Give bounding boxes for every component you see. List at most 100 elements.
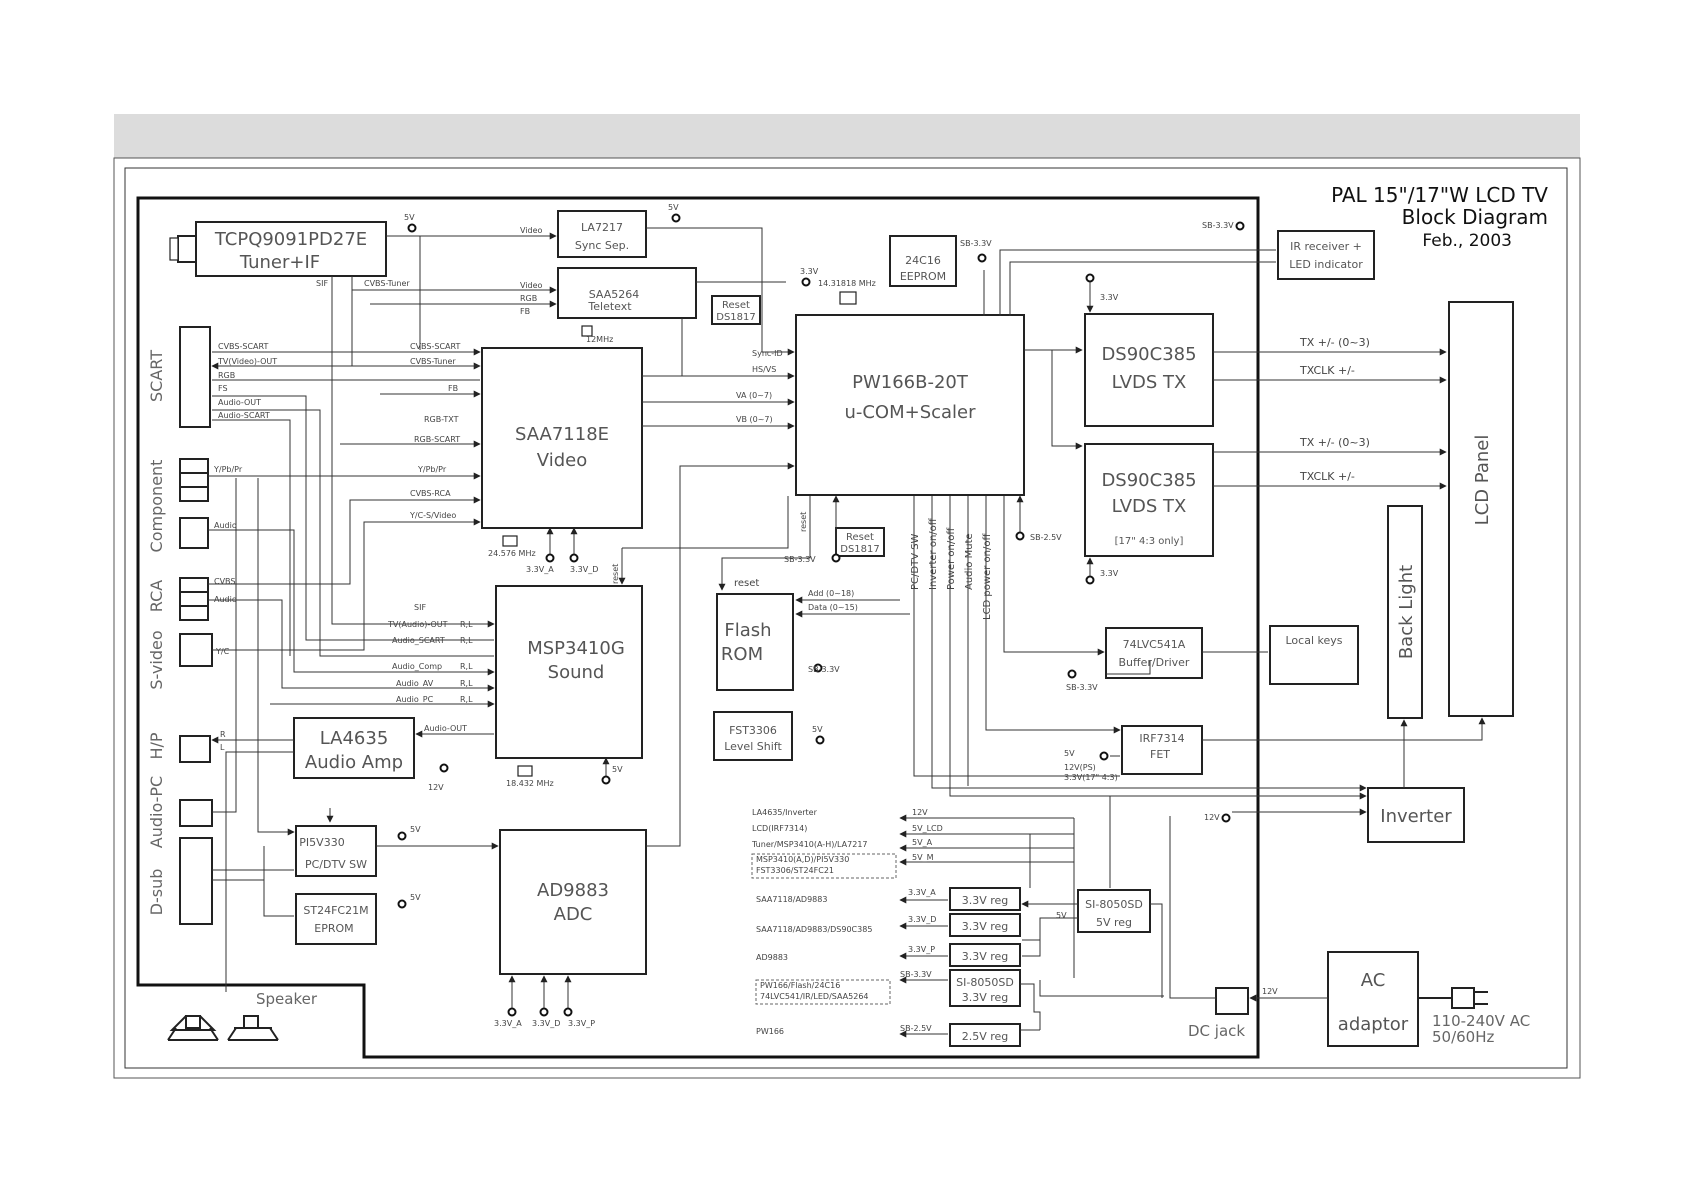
sig-ctl4: Audio Mute bbox=[964, 533, 975, 590]
dcjack-block bbox=[1215, 987, 1249, 1015]
localkeys-name: Local keys bbox=[1286, 634, 1343, 647]
sig-v5-tuner: 5V bbox=[404, 213, 415, 222]
buffer-sub: Buffer/Driver bbox=[1119, 656, 1190, 669]
tuner-block bbox=[195, 221, 387, 277]
sig-rgb-scart: RGB-SCART bbox=[414, 435, 460, 444]
scart-label: SCART bbox=[147, 350, 166, 402]
inverter-name: Inverter bbox=[1380, 806, 1452, 827]
lcdpanel-block bbox=[1448, 301, 1514, 717]
pw166-name: PW166B-20T bbox=[852, 372, 969, 393]
sig-v12-amp: 12V bbox=[428, 783, 444, 792]
sig-tx1: TX +/- (0~3) bbox=[1299, 336, 1370, 349]
ir-name: IR receiver + bbox=[1290, 240, 1362, 253]
sig-rl-3: R,L bbox=[460, 662, 473, 671]
sig-cvbs-rca: CVBS-RCA bbox=[410, 489, 451, 498]
la4635-sub: Audio Amp bbox=[305, 752, 403, 773]
eeprom-sub: EEPROM bbox=[900, 270, 946, 283]
load-3: Tuner/MSP3410(A-H)/LA7217 bbox=[751, 840, 868, 849]
lcdpanel-name: LCD Panel bbox=[1472, 435, 1493, 526]
load-2: LCD(IRF7314) bbox=[752, 824, 807, 833]
sig-fet-v2: 3.3V(17" 4:3) bbox=[1064, 773, 1118, 782]
reg25-name: 2.5V reg bbox=[962, 1030, 1009, 1043]
power-terminals bbox=[397, 213, 1245, 1017]
reg33d-block bbox=[949, 913, 1021, 937]
lvds2-block bbox=[1084, 443, 1214, 557]
main-board-outline bbox=[136, 196, 1260, 1059]
pw166-block bbox=[795, 314, 1025, 496]
sig-va: VA (0~7) bbox=[736, 391, 772, 400]
load-10: 74LVC541/IR/LED/SAA5264 bbox=[760, 992, 869, 1001]
sig-v5-la: 5V bbox=[668, 203, 679, 212]
eeprom-name: 24C16 bbox=[905, 254, 941, 267]
sig-v33-saa: 3.3V bbox=[800, 267, 819, 276]
sig-v5-fst: 5V bbox=[812, 725, 823, 734]
ad9883-block bbox=[499, 829, 647, 975]
sig-sif: SIF bbox=[316, 279, 328, 288]
dsub-label: D-sub bbox=[147, 869, 166, 916]
header-band bbox=[114, 114, 1580, 158]
la4635-name: LA4635 bbox=[320, 728, 389, 749]
sig-sb33-buf: SB-3.3V bbox=[1066, 683, 1098, 692]
sig-audio-out: Audio-OUT bbox=[218, 398, 261, 407]
lvds2-note: [17" 4:3 only] bbox=[1115, 536, 1184, 547]
sig-rgb: RGB bbox=[520, 294, 537, 303]
flash-block bbox=[716, 593, 794, 691]
saa5264-name: SAA5264 bbox=[589, 288, 640, 301]
sig-yc-svideo: Y/C-S/Video bbox=[409, 511, 456, 520]
load-1: LA4635/Inverter bbox=[752, 808, 818, 817]
sig-x4: 18.432 MHz bbox=[506, 779, 554, 788]
sig-ctl1: PC/DTV SW bbox=[910, 533, 921, 590]
title-line1: PAL 15"/17"W LCD TV bbox=[1331, 183, 1548, 207]
sig-l: L bbox=[220, 743, 225, 752]
load-group-2 bbox=[755, 979, 891, 1005]
rca-connector-3 bbox=[179, 605, 209, 621]
load-9: PW166/Flash/24C16 bbox=[760, 981, 840, 990]
dsub-connector bbox=[179, 837, 213, 925]
localkeys-block bbox=[1269, 625, 1359, 685]
sig-sif2: SIF bbox=[414, 603, 426, 612]
ac-plug-icon bbox=[1418, 987, 1488, 1009]
sig-v33a-saa: 3.3V_A bbox=[526, 565, 554, 574]
sig-ctl3: Power on/off bbox=[946, 527, 957, 590]
flash-sub: ROM bbox=[721, 644, 763, 665]
reg33p-name: 3.3V reg bbox=[962, 950, 1009, 963]
sig-audio-comp: Audio bbox=[214, 521, 237, 530]
sig-fb2: FB bbox=[448, 384, 458, 393]
sig-cvbs-tuner: CVBS-Tuner bbox=[364, 279, 410, 288]
reg33p-block bbox=[949, 943, 1021, 967]
audiopc-label: Audio-PC bbox=[147, 776, 166, 848]
sig-audio-out2: Audio-OUT bbox=[424, 724, 467, 733]
rca-label: RCA bbox=[147, 580, 166, 612]
sig-sb33-eeprom: SB-3.3V bbox=[960, 239, 992, 248]
ir-sub: LED indicator bbox=[1289, 258, 1363, 271]
sig-yc: Y/C bbox=[215, 647, 230, 656]
sig-audio-pc: Audio_PC bbox=[396, 695, 434, 704]
reset2-sub: DS1817 bbox=[840, 544, 880, 555]
ac-sub: adaptor bbox=[1338, 1014, 1409, 1035]
rca-connector-2 bbox=[179, 591, 209, 607]
ad9883-name: AD9883 bbox=[537, 880, 609, 901]
ir-block bbox=[1277, 230, 1375, 280]
sig-audio-comp2: Audio_Comp bbox=[392, 662, 442, 671]
component-connector-1 bbox=[179, 458, 209, 474]
la7217-block bbox=[557, 210, 647, 258]
sig-tv-video-out: TV(Video)-OUT bbox=[217, 357, 277, 366]
inner-frame bbox=[124, 167, 1568, 1069]
sig-cvbs-tuner2: CVBS-Tuner bbox=[410, 357, 456, 366]
flash-name: Flash bbox=[724, 620, 771, 641]
reset1-sub: DS1817 bbox=[716, 312, 756, 323]
sig-v33d-ad: 3.3V_D bbox=[532, 1019, 560, 1028]
speaker-icon bbox=[167, 1015, 279, 1041]
sig-r: R bbox=[220, 730, 226, 739]
reg25-block bbox=[949, 1023, 1021, 1047]
rail-sb25: SB-2.5V bbox=[900, 1024, 932, 1033]
sig-addr: Add (0~18) bbox=[808, 589, 854, 598]
sig-sb25: SB-2.5V bbox=[1030, 533, 1062, 542]
sig-sb33-flash: SB-3.3V bbox=[808, 665, 840, 674]
freq-label: 50/60Hz bbox=[1432, 1028, 1495, 1046]
sig-v5-pi5v: 5V bbox=[410, 825, 421, 834]
scart-connector bbox=[179, 326, 211, 428]
lvds2-sub: LVDS TX bbox=[1112, 496, 1187, 517]
si8050b-block bbox=[949, 969, 1021, 1007]
hp-connector bbox=[179, 735, 211, 763]
